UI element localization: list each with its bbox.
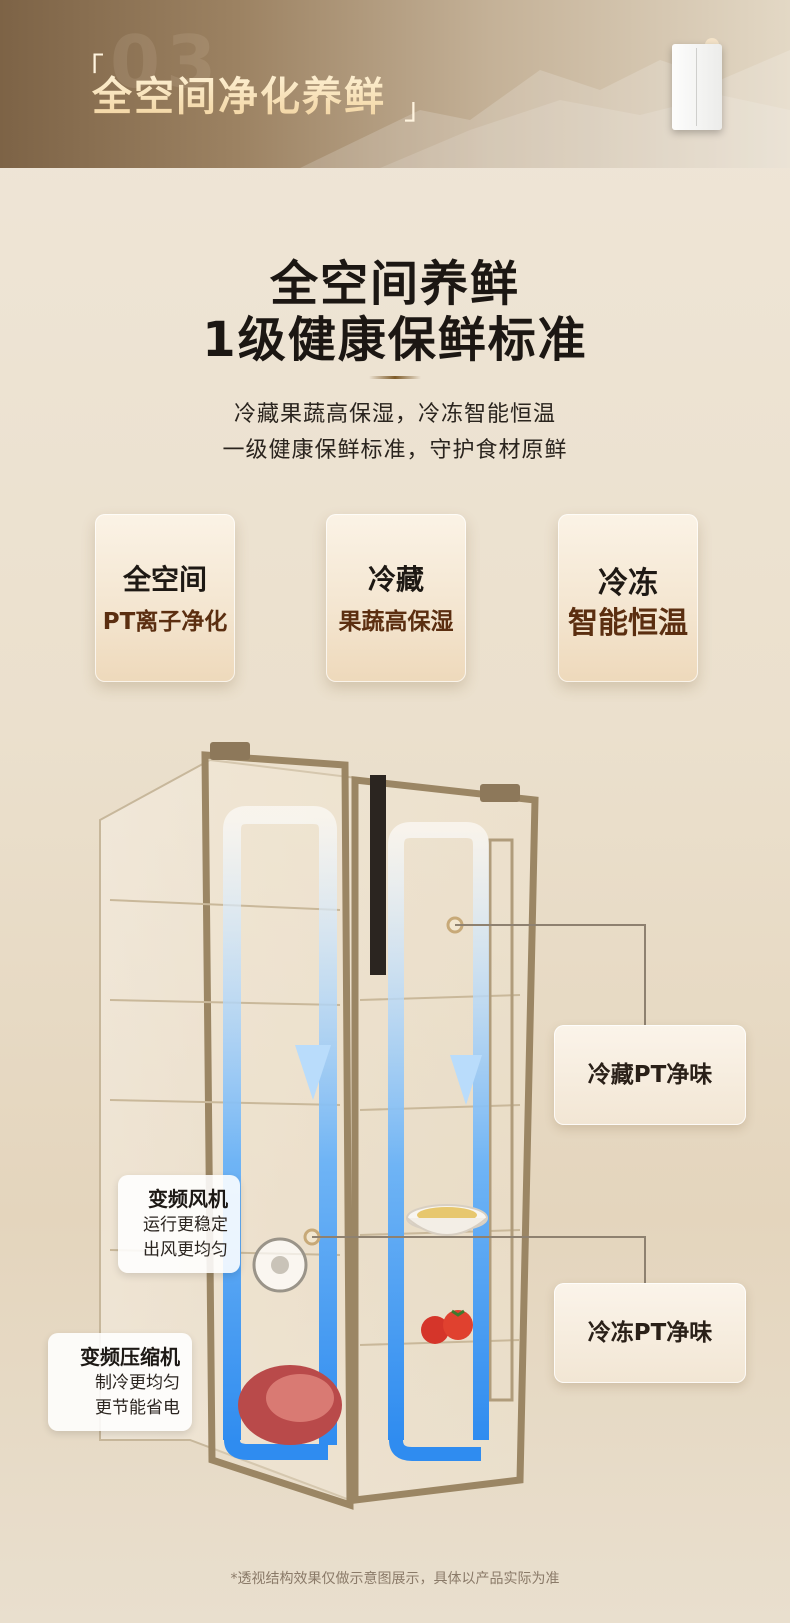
fan-icon [252,1237,308,1293]
card-title: 冷藏 [367,563,424,596]
headline-divider [369,376,421,379]
callout-leader-lines [303,916,646,1283]
banner-title: 全空间净化养鲜 [92,64,386,122]
tip-inverter-fan: 变频风机 运行更稳定 出风更均匀 [118,1175,240,1273]
banner-bracket-close: 」 [404,92,434,127]
tomato-icon [421,1309,473,1344]
banner-bracket-open: 「 [74,52,104,87]
airflow-freezer-loop [388,822,489,1461]
headline-line2: 1级健康保鲜标准 [202,312,588,368]
tip-title: 变频风机 [148,1187,228,1211]
disclaimer-footnote: *透视结构效果仅做示意图展示，具体以产品实际为准 [230,1571,560,1587]
tip-inverter-compressor: 变频压缩机 制冷更均匀 更节能省电 [48,1333,192,1431]
tip-line: 运行更稳定 [143,1215,228,1235]
top-banner: 03 「 全空间净化养鲜 」 [0,0,790,168]
tip-title: 变频压缩机 [80,1345,180,1369]
feature-card-freezer: 冷冻 智能恒温 [558,514,698,682]
callout-refrigerator-purify: 冷藏PT净味 [554,1025,746,1125]
card-subtitle: PT离子净化 [102,609,228,635]
banner-ghost-number: 03 [110,20,223,104]
card-subtitle: 智能恒温 [568,606,688,641]
tip-line: 更节能省电 [95,1398,180,1418]
feature-card-purification: 全空间 PT离子净化 [95,514,235,682]
soup-bowl-icon [406,1204,488,1236]
description-line1: 冷藏果蔬高保湿，冷冻智能恒温 [233,402,556,427]
fridge-thumbnail-icon [672,44,722,130]
feature-card-refrigerator: 冷藏 果蔬高保湿 [326,514,466,682]
card-title: 冷冻 [598,566,658,601]
tip-line: 制冷更均匀 [95,1373,180,1393]
headline-line1: 全空间养鲜 [269,256,520,312]
description-line2: 一级健康保鲜标准，守护食材原鲜 [222,438,568,463]
fridge-cutaway-illustration [99,742,646,1510]
callout-freezer-purify: 冷冻PT净味 [554,1283,746,1383]
card-subtitle: 果蔬高保湿 [338,609,454,635]
tip-line: 出风更均匀 [143,1240,228,1260]
card-title: 全空间 [122,563,207,596]
meat-icon [238,1365,342,1445]
